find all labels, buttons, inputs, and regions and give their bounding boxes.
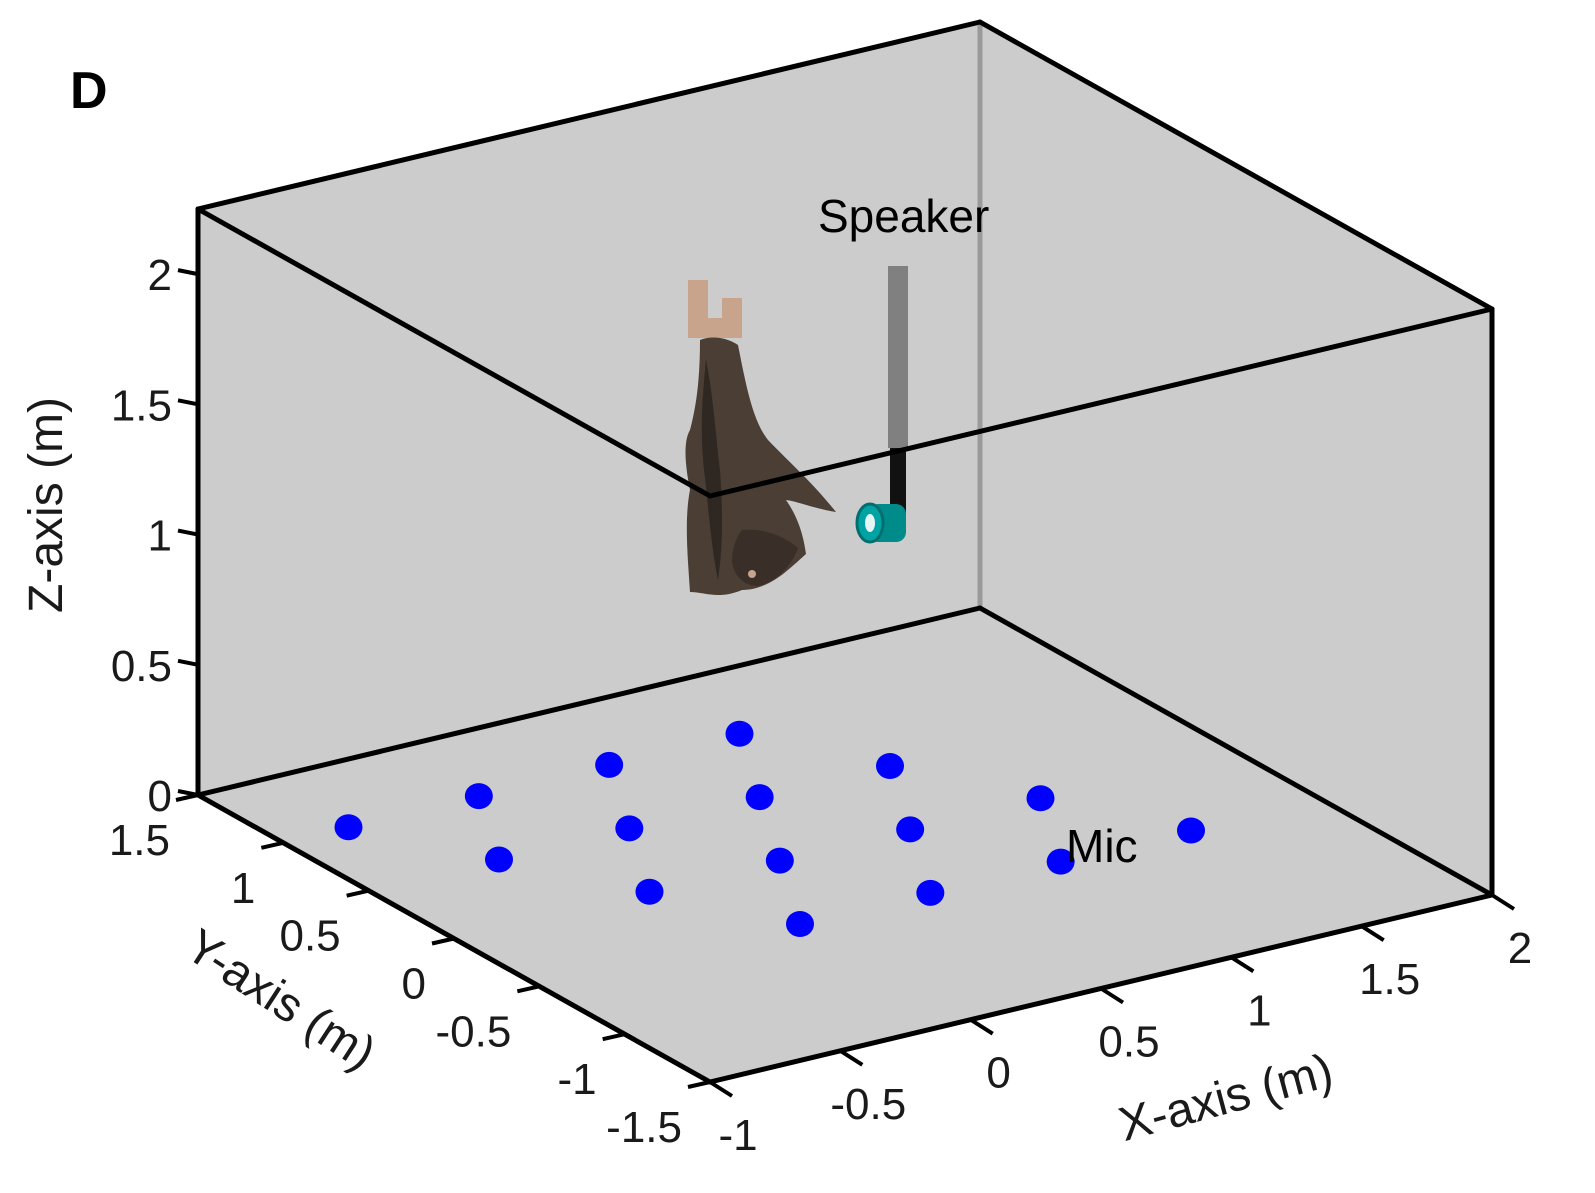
x-tick-mark	[708, 1080, 734, 1098]
bat-head-icon	[732, 529, 798, 586]
mic-point-3	[595, 751, 624, 778]
x-tick-label: -1	[718, 1111, 757, 1160]
z-tick-mark	[177, 268, 199, 277]
bat-eye-icon	[748, 570, 756, 578]
speaker-cone-center-icon	[865, 514, 875, 532]
y-tick-mark	[346, 888, 370, 898]
bat-wing-fold-icon	[701, 360, 722, 580]
top-right-edge	[977, 19, 1495, 312]
mic-point-15	[1046, 848, 1075, 875]
speaker-annotation: Speaker	[818, 190, 989, 242]
bat-illustration	[685, 280, 836, 596]
y-tick-label: 1	[231, 864, 255, 913]
mic-point-16	[1177, 817, 1205, 844]
y-tick-mark	[175, 793, 199, 802]
mic-point-1	[334, 814, 363, 841]
y-tick-mark	[431, 936, 455, 946]
mic-point-14	[916, 879, 945, 906]
x-tick-mark	[839, 1049, 864, 1067]
mic-point-9	[635, 878, 664, 905]
top-front-edge	[707, 306, 1495, 499]
z-tick-label: 2	[148, 251, 172, 300]
y-tick-mark	[602, 1032, 626, 1042]
z-tick-label: 0	[148, 772, 172, 821]
x-tick-mark	[1360, 924, 1385, 942]
y-tick-mark	[516, 984, 540, 994]
floor-right-edge	[977, 605, 1495, 898]
y-tick-mark	[260, 840, 284, 850]
y-tick-mark	[687, 1080, 711, 1089]
box-faces	[198, 22, 1492, 1082]
back-right-face	[980, 22, 1492, 895]
speaker-mount-pole	[888, 266, 908, 448]
mic-annotation: Mic	[1066, 820, 1138, 872]
y-tick-label: 0	[402, 960, 426, 1009]
x-tick-label: -0.5	[830, 1080, 906, 1129]
y-tick-label: -1	[558, 1055, 597, 1104]
panel-label: D	[70, 62, 108, 120]
y-tick-label: -1.5	[606, 1103, 682, 1152]
x-tick-mark	[1490, 893, 1516, 911]
bat-body-icon	[685, 337, 836, 596]
floor-back-edge	[195, 605, 983, 798]
mic-point-2	[464, 783, 493, 810]
x-tick-label: 0.5	[1098, 1018, 1159, 1067]
top-side-edge	[195, 206, 713, 499]
mic-point-5	[485, 846, 513, 873]
x-tick-label: 1.5	[1359, 955, 1420, 1004]
speaker-mount-black	[890, 448, 906, 520]
z-tick-mark	[177, 528, 199, 537]
z-tick-mark	[177, 398, 199, 407]
y-tick-label: 0.5	[279, 912, 340, 961]
z-tick-label: 1	[148, 512, 172, 561]
mic-point-4	[725, 720, 754, 747]
x-tick-mark	[1099, 986, 1125, 1005]
speaker-illustration	[855, 266, 908, 544]
mic-point-6	[615, 815, 644, 842]
bat-perch-icon	[688, 280, 742, 338]
floor-face	[198, 608, 1492, 1082]
x-tick-label: 2	[1508, 924, 1532, 973]
back-left-face	[198, 22, 980, 795]
mic-point-11	[896, 816, 925, 843]
top-left-edge	[195, 19, 983, 212]
y-tick-label: -0.5	[436, 1007, 512, 1056]
mic-point-8	[876, 753, 904, 779]
mic-point-13	[786, 911, 814, 937]
x-tick-mark	[1230, 955, 1255, 974]
axis-ticks: 00.511.52-1.5-1-0.500.511.5-1-0.500.511.…	[109, 251, 1532, 1160]
mic-points	[334, 720, 1205, 937]
z-tick-mark	[177, 658, 199, 667]
x-tick-mark	[969, 1017, 994, 1036]
z-tick-label: 1.5	[111, 381, 172, 430]
z-tick-label: 0.5	[111, 642, 172, 691]
x-tick-label: 0	[986, 1049, 1010, 1098]
mic-point-12	[1026, 785, 1055, 812]
mic-point-7	[745, 784, 774, 811]
mic-point-10	[765, 847, 794, 874]
z-axis-label: Z-axis (m)	[20, 397, 73, 613]
x-tick-label: 1	[1247, 986, 1271, 1035]
y-tick-label: 1.5	[109, 816, 170, 865]
